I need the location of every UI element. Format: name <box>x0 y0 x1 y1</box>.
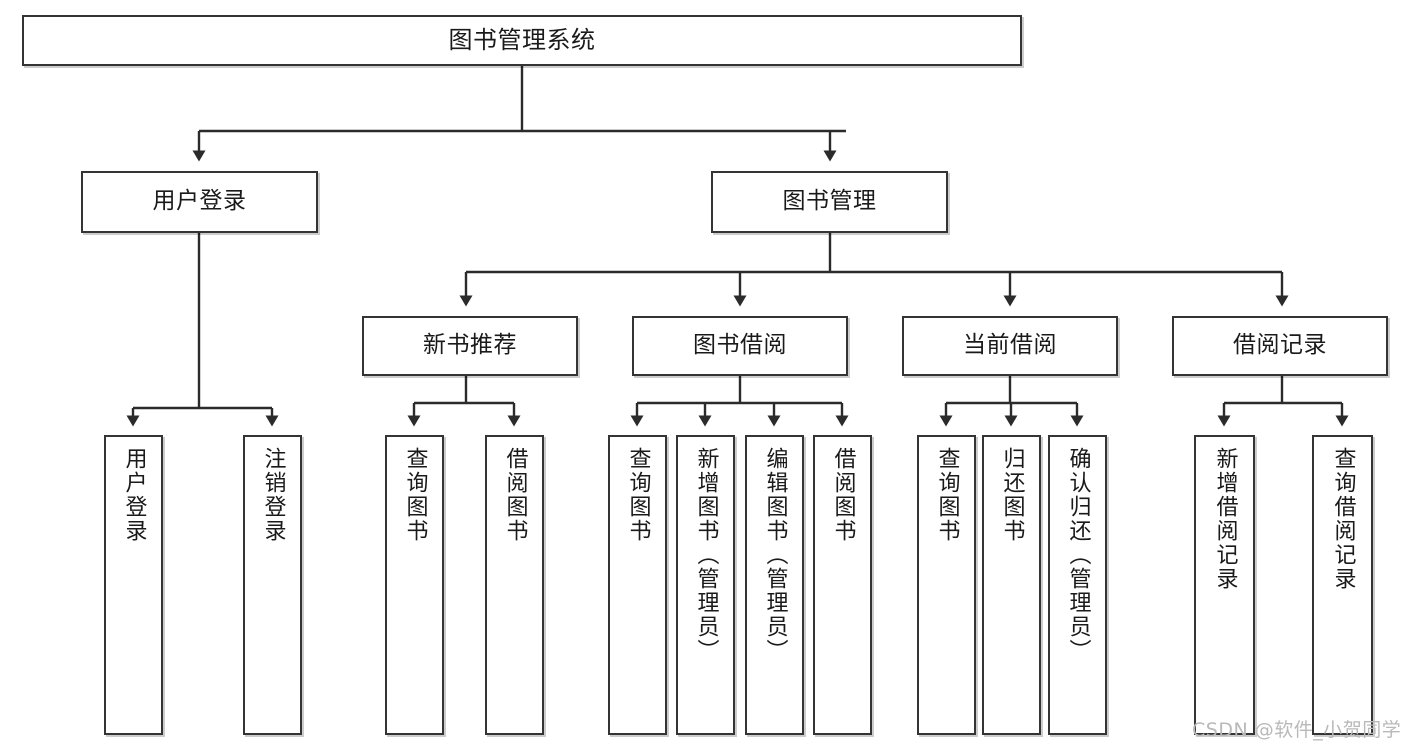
node-leaf-query-record[interactable]: 查询借阅记录 <box>1312 435 1373 735</box>
node-leaf-query-book-2[interactable]: 查询图书 <box>608 435 667 735</box>
node-leaf-return-book-label: 归还图书 <box>999 447 1025 543</box>
node-leaf-return-book[interactable]: 归还图书 <box>982 435 1041 735</box>
node-leaf-query-book-1[interactable]: 查询图书 <box>385 435 444 735</box>
csdn-watermark: CSDN @软件_小贺同学 <box>1192 719 1402 741</box>
node-current-borrow-label: 当前借阅 <box>963 332 1057 359</box>
node-borrow-record[interactable]: 借阅记录 <box>1172 316 1388 376</box>
node-leaf-confirm-return[interactable]: 确认归还（管理员） <box>1048 435 1107 735</box>
node-root-label: 图书管理系统 <box>448 26 596 55</box>
node-book-manage[interactable]: 图书管理 <box>711 171 948 233</box>
node-leaf-add-book[interactable]: 新增图书（管理员） <box>676 435 735 735</box>
node-leaf-user-logout[interactable]: 注销登录 <box>243 435 302 735</box>
node-leaf-borrow-book-1-label: 借阅图书 <box>502 447 528 543</box>
node-leaf-query-book-3-label: 查询图书 <box>934 447 960 543</box>
node-leaf-add-record[interactable]: 新增借阅记录 <box>1194 435 1255 735</box>
node-user-login-label: 用户登录 <box>152 188 247 215</box>
node-leaf-query-record-label: 查询借阅记录 <box>1330 447 1356 591</box>
node-book-manage-label: 图书管理 <box>782 188 877 215</box>
node-leaf-borrow-book-2[interactable]: 借阅图书 <box>813 435 872 735</box>
node-leaf-edit-book[interactable]: 编辑图书（管理员） <box>745 435 804 735</box>
node-book-borrow[interactable]: 图书借阅 <box>632 316 848 376</box>
node-book-borrow-label: 图书借阅 <box>693 332 787 359</box>
node-current-borrow[interactable]: 当前借阅 <box>902 316 1118 376</box>
node-user-login[interactable]: 用户登录 <box>81 171 318 233</box>
node-leaf-borrow-book-2-label: 借阅图书 <box>830 447 856 543</box>
node-leaf-query-book-2-label: 查询图书 <box>625 447 651 543</box>
node-root[interactable]: 图书管理系统 <box>22 15 1022 66</box>
node-leaf-edit-book-label: 编辑图书（管理员） <box>762 447 788 663</box>
node-leaf-user-login[interactable]: 用户登录 <box>104 435 163 735</box>
node-leaf-confirm-return-label: 确认归还（管理员） <box>1065 447 1091 663</box>
node-leaf-query-book-3[interactable]: 查询图书 <box>917 435 976 735</box>
node-leaf-add-book-label: 新增图书（管理员） <box>693 447 719 663</box>
node-leaf-borrow-book-1[interactable]: 借阅图书 <box>485 435 544 735</box>
node-new-book-rec[interactable]: 新书推荐 <box>362 316 578 376</box>
node-leaf-user-logout-label: 注销登录 <box>260 447 286 543</box>
node-leaf-query-book-1-label: 查询图书 <box>402 447 428 543</box>
node-new-book-rec-label: 新书推荐 <box>423 332 517 359</box>
node-borrow-record-label: 借阅记录 <box>1233 332 1327 359</box>
node-leaf-add-record-label: 新增借阅记录 <box>1212 447 1238 591</box>
node-leaf-user-login-label: 用户登录 <box>121 447 147 543</box>
